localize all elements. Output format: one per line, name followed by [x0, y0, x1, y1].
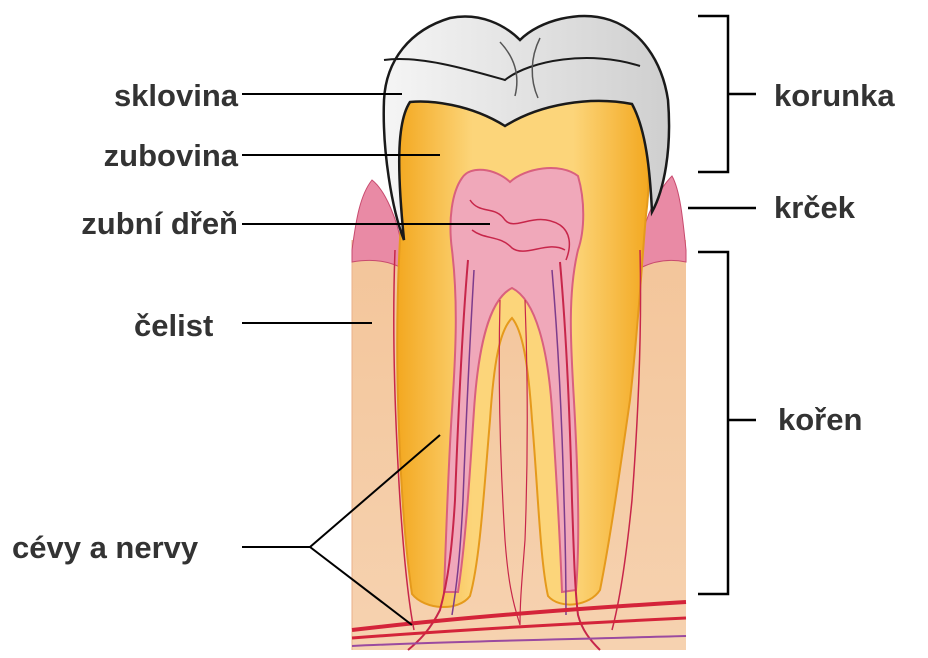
- label-root: kořen: [778, 404, 862, 435]
- label-crown: korunka: [774, 80, 895, 111]
- label-pulp: zubní dřeň: [81, 208, 238, 239]
- crown-bracket: [698, 16, 728, 172]
- root-bracket: [698, 252, 728, 594]
- label-dentin: zubovina: [104, 140, 238, 171]
- label-enamel: sklovina: [114, 80, 238, 111]
- label-jaw: čelist: [134, 310, 213, 341]
- label-neck: krček: [774, 192, 855, 223]
- label-vessels-nerves: cévy a nervy: [12, 532, 198, 563]
- brackets-right: [688, 16, 756, 594]
